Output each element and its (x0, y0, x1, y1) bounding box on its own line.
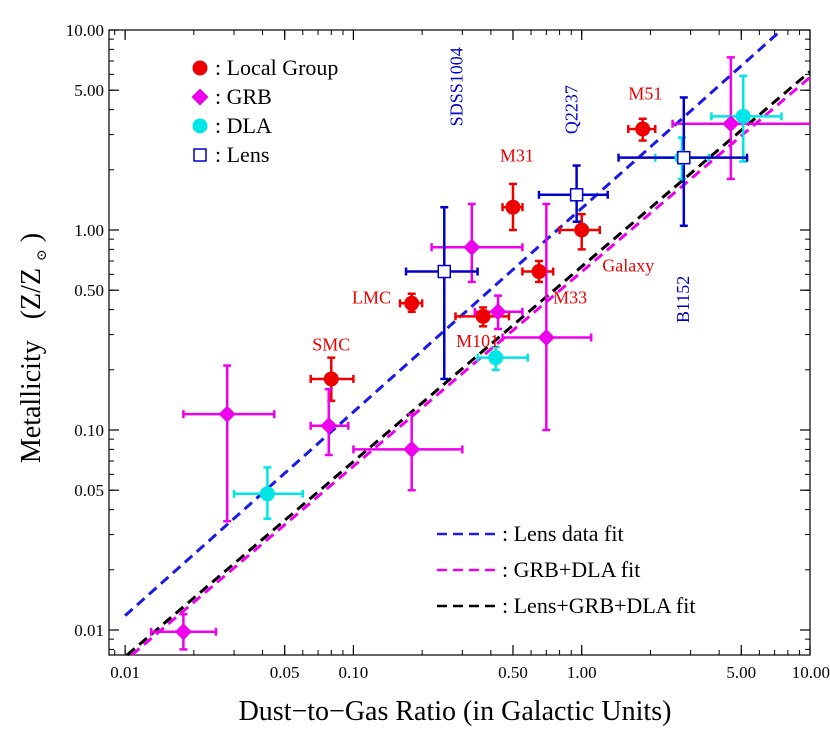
data-point (569, 188, 584, 202)
legend-label: : Lens (215, 142, 269, 167)
y-tick-label: 10.00 (66, 21, 104, 40)
point-label: M101 (456, 331, 499, 351)
data-point (735, 108, 751, 124)
legend-fit-label: : GRB+DLA fit (502, 557, 640, 582)
x-tick-label: 0.05 (270, 663, 300, 682)
legend-fits: : Lens data fit : GRB+DLA fit : Lens+GRB+D… (437, 521, 695, 618)
point-label: M51 (628, 83, 662, 103)
x-tick-label: 10.00 (792, 663, 830, 682)
y-axis-label-close: ) (16, 233, 47, 242)
data-point (505, 199, 521, 215)
y-axis-label-sub: ⊙ (35, 249, 50, 261)
data-point (174, 623, 192, 641)
legend-marker (191, 88, 209, 106)
axis-ticks: 0.01 0.05 0.10 0.50 1.00 5.00 10.00 0.01 0.05 0.1… (66, 21, 830, 682)
y-axis-label: Metallicity (Z/Z ⊙ ) (16, 233, 53, 463)
plot-frame (108, 29, 811, 656)
data-point (531, 264, 547, 280)
point-label: B1152 (673, 276, 693, 323)
x-tick-label: 0.10 (339, 663, 369, 682)
fit-line (126, 70, 811, 657)
legend-label: : GRB (215, 84, 272, 109)
y-axis-label-main: Metallicity (16, 340, 47, 463)
data-point (320, 417, 338, 435)
point-label: SMC (312, 334, 350, 354)
fit-line (130, 76, 811, 657)
legend-marker (192, 118, 208, 134)
data-point (463, 238, 481, 256)
data-point (475, 308, 491, 324)
x-tick-label: 1.00 (567, 663, 597, 682)
data-point (488, 350, 504, 366)
data-point (437, 264, 452, 279)
point-label: LMC (352, 287, 391, 307)
legend-fit-label: : Lens+GRB+DLA fit (502, 593, 695, 618)
data-point (537, 329, 555, 347)
y-tick-label: 0.10 (74, 421, 104, 440)
x-tick-label: 0.01 (110, 663, 140, 682)
legend-marker (193, 148, 207, 162)
data-point (403, 440, 421, 458)
svg-text:Metallicity (Z/Z ⊙: Metallicity (Z/Z ⊙ ) (16, 233, 53, 463)
legend-label: : Local Group (215, 55, 338, 80)
data-point (677, 150, 691, 165)
legend-marker (192, 60, 208, 76)
data-point (218, 405, 236, 423)
y-tick-label: 0.50 (74, 281, 104, 300)
legend-markers: : Local Group : GRB : DLA : Lens (191, 55, 338, 167)
point-label: M33 (553, 287, 587, 307)
x-axis-label: Dust−to−Gas Ratio (in Galactic Units) (239, 696, 672, 727)
y-tick-label: 0.05 (74, 481, 104, 500)
y-tick-label: 1.00 (74, 221, 104, 240)
y-axis-label-unit: (Z/Z (16, 268, 47, 319)
data-point (635, 121, 651, 137)
fit-line (124, 28, 783, 617)
fit-lines (124, 28, 811, 657)
data-point (404, 295, 420, 311)
data-point (489, 303, 507, 321)
point-label: Q2237 (562, 85, 582, 134)
x-tick-label: 5.00 (726, 663, 756, 682)
point-label: SDSS1004 (446, 47, 466, 126)
y-tick-label: 5.00 (74, 81, 104, 100)
data-point (323, 371, 339, 387)
legend-fit-label: : Lens data fit (502, 521, 624, 546)
legend-label: : DLA (215, 113, 272, 138)
data-point (574, 222, 590, 238)
point-label: Galaxy (602, 256, 654, 276)
data-point (722, 115, 740, 133)
data-point (259, 486, 275, 502)
y-tick-label: 0.01 (74, 621, 104, 640)
point-label: M31 (500, 146, 534, 166)
x-tick-label: 0.50 (498, 663, 528, 682)
data-markers (174, 108, 751, 641)
